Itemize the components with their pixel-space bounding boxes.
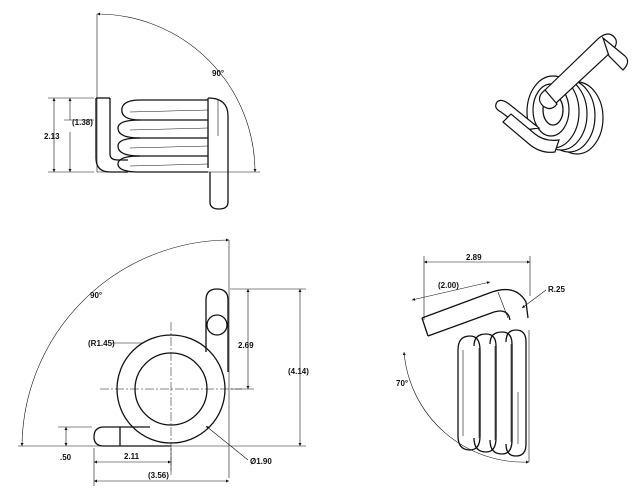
view-end: 2.89 (2.00) R.25 70° <box>396 253 565 464</box>
front-leg-offset-label: .50 <box>60 453 72 462</box>
end-angle-label: 70° <box>396 379 408 388</box>
front-center-distance-label: 2.11 <box>124 452 140 461</box>
front-overall-length-label: (3.56) <box>148 471 169 480</box>
end-overall-width-label: 2.89 <box>466 253 482 262</box>
front-diameter-label: Ø1.90 <box>250 457 272 466</box>
end-bend-radius-label: R.25 <box>548 285 565 294</box>
front-overall-height-label: (4.14) <box>288 367 309 376</box>
front-radius-label: (R1.45) <box>88 339 115 348</box>
front-height-label: 2.69 <box>238 341 254 350</box>
top-left-coil <box>117 97 229 210</box>
front-angle-label: 90° <box>90 291 102 300</box>
top-left-angle-label: 90° <box>212 69 224 78</box>
end-coil-stack <box>457 329 527 457</box>
top-left-height-label: 2.13 <box>44 132 60 141</box>
top-left-leg-label: (1.38) <box>72 118 93 127</box>
view-side-top-left: 90° 2.13 <box>44 12 260 210</box>
end-arm-width-label: (2.00) <box>438 281 459 290</box>
view-isometric <box>495 33 629 155</box>
view-front: 90° 2.69 (4.14) .50 2.11 (3.56) (R1.45) <box>18 238 309 486</box>
